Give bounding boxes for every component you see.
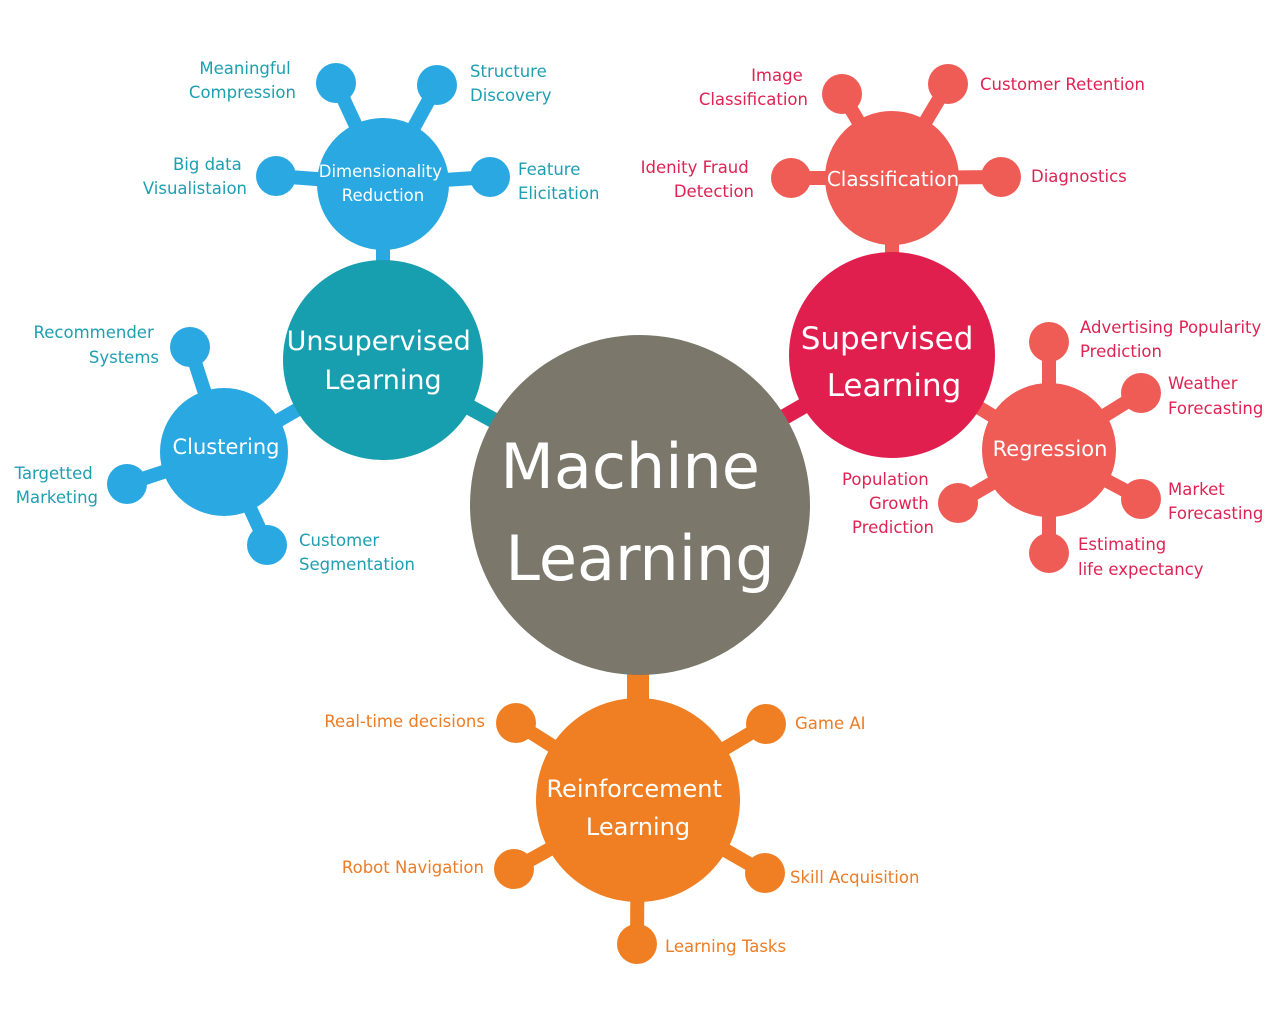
leaf-dot-advertising	[1029, 322, 1069, 362]
leaf-label-customer-retention: Customer Retention	[980, 75, 1145, 94]
leaf-dot-game-ai	[746, 704, 786, 744]
leaf-label-learning-tasks: Learning Tasks	[665, 937, 786, 956]
supervised-label: Supervised Learning	[801, 321, 984, 404]
leaf-dot-feature-elicitation	[470, 157, 510, 197]
leaf-dot-structure-discovery	[417, 65, 457, 105]
leaf-label-identity-fraud: Idenity Fraud Detection	[641, 158, 754, 201]
leaf-dot-targetted-marketing	[107, 464, 147, 504]
leaf-dot-population	[938, 483, 978, 523]
leaf-label-targetted-marketing: Targetted Marketing	[14, 464, 98, 507]
regression-label: Regression	[993, 437, 1108, 461]
leaf-label-weather-forecasting: Weather Forecasting	[1168, 374, 1263, 418]
leaf-label-meaningful-compression: Meaningful Compression	[189, 59, 296, 102]
unsupervised-label: Unsupervised Learning	[287, 326, 480, 396]
leaf-label-feature-elicitation: Feature Elicitation	[518, 160, 599, 203]
leaf-label-skill-acquisition: Skill Acquisition	[790, 868, 919, 887]
leaf-label-life-expectancy: Estimating life expectancy	[1078, 535, 1204, 579]
leaf-dot-real-time	[496, 703, 536, 743]
leaf-label-robot-navigation: Robot Navigation	[342, 858, 484, 877]
leaf-label-advertising-popularity: Advertising Popularity Prediction	[1080, 318, 1267, 361]
classification-label: Classification	[827, 167, 959, 191]
leaf-label-game-ai: Game AI	[795, 714, 866, 733]
leaf-dot-skill-acquisition	[745, 853, 785, 893]
hub-regression	[982, 383, 1116, 517]
leaf-dot-image-classification	[822, 74, 862, 114]
leaf-label-structure-discovery: Structure Discovery	[470, 62, 552, 105]
leaf-dot-identity-fraud	[771, 158, 811, 198]
leaf-dot-customer-retention	[928, 64, 968, 104]
leaf-labels: Meaningful Compression Structure Discove…	[14, 59, 1267, 956]
leaf-dot-weather	[1121, 373, 1161, 413]
hub-classification	[825, 111, 959, 245]
center-machine-learning	[470, 335, 810, 675]
leaf-dot-market	[1121, 479, 1161, 519]
reinforcement-label: Reinforcement Learning	[546, 775, 729, 841]
hub-dimensionality-reduction	[317, 118, 449, 250]
leaf-label-customer-segmentation: Customer Segmentation	[299, 531, 415, 574]
hub-supervised-learning	[789, 252, 995, 458]
leaf-dot-diagnostics	[981, 157, 1021, 197]
leaf-label-image-classification: Image Classification	[699, 66, 808, 109]
hub-labels: Machine Learning Unsupervised Learning D…	[172, 162, 1107, 841]
hubs	[160, 111, 1116, 902]
leaf-label-population-growth: Population Growth Prediction	[842, 470, 934, 537]
leaf-dot-learning-tasks	[617, 924, 657, 964]
leaf-dot-customer-segmentation	[247, 525, 287, 565]
leaf-dot-meaningful-compression	[316, 63, 356, 103]
leaf-label-market-forecasting: Market Forecasting	[1168, 480, 1263, 523]
hub-clustering	[160, 388, 288, 516]
leaf-dot-big-data	[256, 156, 296, 196]
leaf-label-big-data: Big data Visualistaion	[143, 155, 247, 198]
leaf-label-recommender-systems: Recommender Systems	[34, 323, 159, 367]
hub-unsupervised-learning	[283, 260, 483, 460]
leaf-label-real-time-decisions: Real-time decisions	[324, 712, 485, 731]
dimensionality-label: Dimensionality Reduction	[319, 162, 447, 205]
clustering-label: Clustering	[172, 435, 279, 459]
leaf-dot-robot-navigation	[494, 849, 534, 889]
leaf-dot-life-expectancy	[1029, 533, 1069, 573]
leaf-label-diagnostics: Diagnostics	[1031, 167, 1127, 186]
leaf-dots	[107, 63, 1161, 964]
center-label: Machine Learning	[500, 430, 779, 595]
leaf-dot-recommender	[170, 327, 210, 367]
hub-reinforcement-learning	[536, 698, 740, 902]
